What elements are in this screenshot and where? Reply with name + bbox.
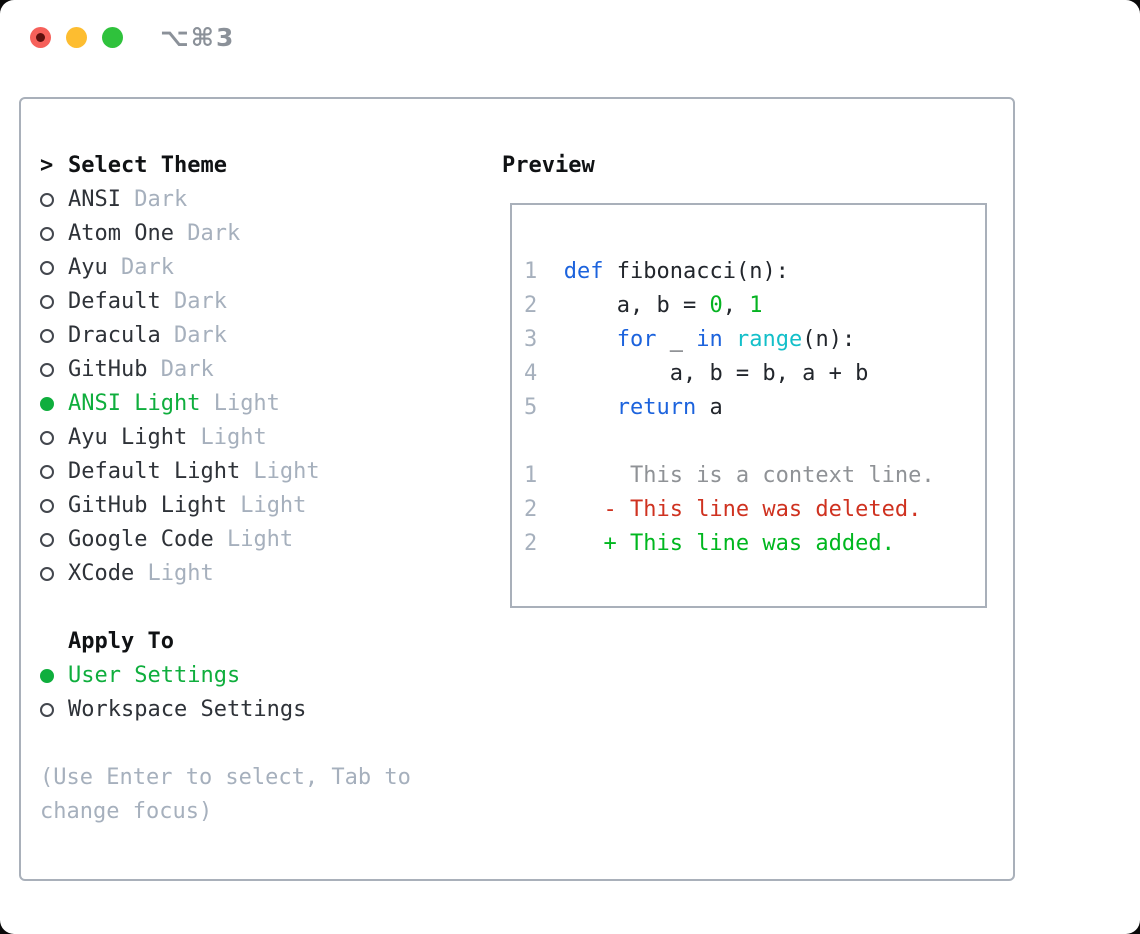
preview-line: 1 def fibonacci(n):: [524, 259, 789, 284]
spacer: [40, 591, 495, 625]
radio-icon: [40, 261, 54, 275]
option-variant-label: Light: [200, 391, 280, 416]
preview-title: Preview: [502, 153, 595, 178]
zoom-button[interactable]: [102, 26, 123, 48]
preview-line: 5 return a: [524, 395, 723, 420]
option-label: GitHub: [68, 357, 148, 382]
option-variant-label: Dark: [160, 289, 227, 314]
theme-option-xcode[interactable]: XCode Light: [40, 557, 495, 591]
radio-icon: [40, 533, 54, 547]
cursor-icon: >: [40, 153, 54, 178]
radio-selected-icon: [40, 397, 54, 411]
radio-icon: [40, 227, 54, 241]
preview-line: 3 for _ in range(n):: [524, 327, 856, 352]
option-variant-label: Dark: [173, 221, 241, 246]
theme-option-default-light[interactable]: Default Light Light: [40, 455, 495, 489]
preview-box: 1 def fibonacci(n): 2 a, b = 0, 1 3 for _ …: [510, 203, 987, 608]
theme-option-ayu-light[interactable]: Ayu Light Light: [40, 421, 495, 455]
option-label: Default Light: [68, 459, 241, 484]
option-variant-label: Light: [213, 527, 294, 552]
option-variant-label: Dark: [147, 357, 214, 382]
apply-section-title: Apply To: [68, 629, 174, 654]
theme-option-github-light[interactable]: GitHub Light Light: [40, 489, 495, 523]
option-label: Atom One: [68, 221, 174, 246]
preview-line: 2 - This line was deleted.: [524, 497, 922, 522]
radio-icon: [40, 465, 54, 479]
option-label: ANSI: [68, 187, 121, 212]
theme-option-ayu[interactable]: Ayu Dark: [40, 251, 495, 285]
option-variant-label: Light: [187, 425, 267, 450]
option-variant-label: Dark: [160, 323, 227, 348]
option-label: Dracula: [68, 323, 161, 348]
theme-option-github[interactable]: GitHub Dark: [40, 353, 495, 387]
preview-line: 4 a, b = b, a + b: [524, 361, 869, 386]
radio-icon: [40, 363, 54, 377]
preview-line: [524, 425, 985, 459]
option-label: ANSI Light: [68, 391, 201, 416]
radio-icon: [40, 329, 54, 343]
theme-option-default[interactable]: Default Dark: [40, 285, 495, 319]
radio-icon: [40, 567, 54, 581]
option-variant-label: Light: [240, 459, 320, 484]
option-label: Workspace Settings: [68, 697, 307, 722]
preview-line: 1 This is a context line.: [524, 463, 935, 488]
radio-selected-icon: [40, 669, 54, 683]
option-label: XCode: [68, 561, 135, 586]
apply-option-workspace-settings[interactable]: Workspace Settings: [40, 693, 495, 727]
apply-option-user-settings[interactable]: User Settings: [40, 659, 495, 693]
option-label: User Settings: [68, 663, 241, 688]
option-variant-label: Light: [134, 561, 214, 586]
radio-icon: [40, 193, 54, 207]
window-shortcut-label: ⌥⌘3: [160, 22, 236, 52]
preview-column: Preview 1 def fibonacci(n): 2 a, b = 0, 1…: [502, 149, 987, 608]
theme-option-ansi[interactable]: ANSI Dark: [40, 183, 495, 217]
radio-icon: [40, 431, 54, 445]
close-button[interactable]: [30, 26, 51, 48]
theme-option-ansi-light[interactable]: ANSI Light Light: [40, 387, 495, 421]
titlebar: ⌥⌘3: [30, 23, 235, 52]
help-text: (Use Enter to select, Tab to change focu…: [40, 765, 411, 824]
option-label: GitHub Light: [68, 493, 227, 518]
spacer: [40, 727, 495, 761]
option-label: Ayu: [68, 255, 108, 280]
option-label: Ayu Light: [68, 425, 188, 450]
radio-icon: [40, 703, 54, 717]
radio-icon: [40, 499, 54, 513]
option-variant-label: Dark: [120, 187, 188, 212]
option-label: Google Code: [68, 527, 214, 552]
theme-option-google-code[interactable]: Google Code Light: [40, 523, 495, 557]
minimize-button[interactable]: [66, 26, 87, 48]
theme-section-title: >Select Theme: [40, 149, 495, 183]
preview-line: 2 + This line was added.: [524, 531, 895, 556]
option-variant-label: Light: [226, 493, 307, 518]
theme-option-dracula[interactable]: Dracula Dark: [40, 319, 495, 353]
radio-icon: [40, 295, 54, 309]
theme-option-atom-one[interactable]: Atom One Dark: [40, 217, 495, 251]
option-label: Default: [68, 289, 161, 314]
option-variant-label: Dark: [107, 255, 174, 280]
preview-line: 2 a, b = 0, 1: [524, 293, 763, 318]
